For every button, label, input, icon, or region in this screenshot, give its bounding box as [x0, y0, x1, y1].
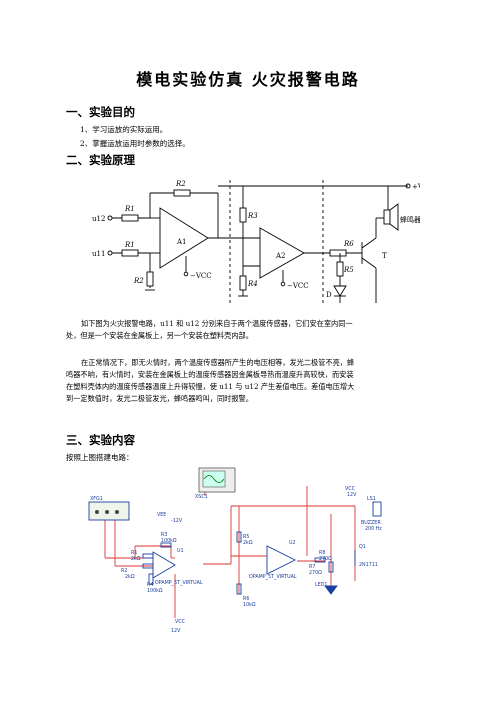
- svg-text:LED1: LED1: [315, 582, 327, 588]
- label-r2-top: R2: [175, 180, 186, 188]
- svg-text:LS1: LS1: [367, 496, 376, 502]
- label-a2: A2: [275, 252, 286, 260]
- svg-text:270Ω: 270Ω: [319, 556, 332, 562]
- label-d: D: [326, 291, 332, 299]
- label-buzzer: 蜂鸣器: [400, 215, 420, 224]
- svg-text:OPAMP_5T_VIRTUAL: OPAMP_5T_VIRTUAL: [249, 574, 297, 580]
- svg-text:OPAMP_5T_VIRTUAL: OPAMP_5T_VIRTUAL: [155, 580, 203, 586]
- label-vcc-a1: −VCC: [190, 272, 212, 280]
- list-item: 2、掌握运放运用时参数的选择。: [80, 139, 190, 148]
- svg-text:XSC1: XSC1: [195, 494, 208, 500]
- svg-text:U2: U2: [289, 540, 296, 546]
- list-item: 1、学习运放的实际运用。: [80, 125, 168, 134]
- svg-text:12V: 12V: [347, 492, 357, 498]
- content-intro: 按照上图搭建电路：: [66, 453, 134, 462]
- svg-text:2kΩ: 2kΩ: [131, 556, 141, 562]
- label-u11: u11: [92, 250, 105, 258]
- svg-text:BUZZER: BUZZER: [361, 520, 381, 526]
- svg-text:R3: R3: [161, 532, 167, 538]
- svg-text:R7: R7: [309, 564, 315, 570]
- svg-text:Q1: Q1: [359, 544, 366, 550]
- label-vcc-top: +VCC: [412, 183, 420, 191]
- page-title: 模电实验仿真 火灾报警电路: [136, 70, 360, 89]
- label-r5: R5: [343, 266, 354, 274]
- svg-text:100kΩ: 100kΩ: [161, 538, 177, 544]
- svg-text:R1: R1: [131, 550, 137, 556]
- svg-text:VCC: VCC: [175, 619, 186, 625]
- section-heading-purpose: 一、实验目的: [66, 105, 135, 119]
- label-a1: A1: [176, 238, 187, 246]
- principle-paragraph-2: 在正常情况下，即无火情时，两个温度传感器所产生的电压相等，发光二极管不亮，蜂 鸣…: [66, 358, 355, 403]
- svg-text:12V: 12V: [171, 628, 181, 634]
- label-r2: R2: [133, 277, 144, 285]
- svg-text:VCC: VCC: [345, 486, 356, 492]
- label-r6: R6: [343, 240, 354, 248]
- simulation-circuit: XFG1 XSC1 VEE -12V R3 100kΩ R1 2kΩ R2 2k…: [88, 467, 382, 634]
- svg-text:-12V: -12V: [171, 518, 183, 524]
- svg-text:2kΩ: 2kΩ: [243, 540, 253, 546]
- label-u12: u12: [92, 215, 105, 223]
- label-r3: R3: [247, 212, 258, 220]
- svg-text:R4: R4: [147, 582, 153, 588]
- label-r4: R4: [247, 280, 258, 288]
- svg-text:R6: R6: [243, 596, 249, 602]
- svg-text:R5: R5: [243, 534, 249, 540]
- svg-text:R8: R8: [319, 550, 325, 556]
- section-heading-content: 三、实验内容: [66, 433, 135, 447]
- svg-text:U1: U1: [177, 548, 184, 554]
- principle-schematic: u12 u11 R1 R1 R2 R2 A1 −VCC R3 R4 A2 −VC…: [92, 180, 420, 306]
- label-r1a: R1: [124, 205, 135, 213]
- label-vcc-a2: −VCC: [287, 282, 309, 290]
- principle-paragraph-1: 如下图为火灾报警电路，u11 和 u12 分别来自于两个温度传感器，它们安在室内…: [66, 319, 353, 340]
- svg-text:100kΩ: 100kΩ: [147, 588, 163, 594]
- section-heading-principle: 二、实验原理: [66, 153, 135, 167]
- svg-text:200 Hz: 200 Hz: [365, 526, 382, 532]
- svg-text:2N1711: 2N1711: [359, 562, 378, 568]
- svg-text:VEE: VEE: [157, 512, 166, 518]
- svg-text:XFG1: XFG1: [90, 496, 103, 502]
- svg-text:10kΩ: 10kΩ: [243, 602, 256, 608]
- svg-text:R2: R2: [121, 568, 127, 574]
- svg-text:270Ω: 270Ω: [309, 570, 322, 576]
- label-r1b: R1: [124, 241, 135, 249]
- svg-text:2kΩ: 2kΩ: [125, 574, 135, 580]
- label-t: T: [382, 252, 387, 260]
